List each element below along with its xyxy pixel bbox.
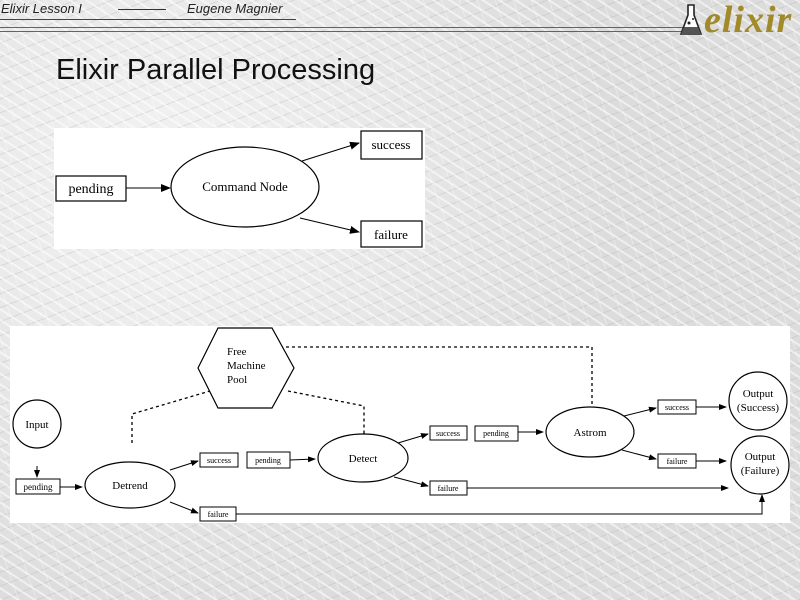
detect-label: Detect bbox=[349, 453, 378, 465]
detect-failure-label: failure bbox=[438, 484, 459, 493]
detrend-failure-box: failure bbox=[199, 506, 237, 522]
detect-failure-box: failure bbox=[429, 480, 468, 496]
detrend-node: Detrend bbox=[84, 461, 176, 509]
detect-pending-label: pending bbox=[483, 429, 509, 438]
elixir-logo: elixir bbox=[704, 0, 793, 41]
detrend-pending-box: pending bbox=[246, 451, 291, 469]
flask-icon bbox=[679, 4, 703, 35]
detrend-success-label: success bbox=[207, 456, 231, 465]
detect-pending-box: pending bbox=[474, 425, 519, 442]
detect-success-box: success bbox=[429, 425, 468, 441]
detect-success-arrow bbox=[397, 433, 429, 444]
output-failure-label-2: (Failure) bbox=[741, 465, 780, 477]
pool-link-detect bbox=[287, 390, 365, 434]
astrom-node: Astrom bbox=[545, 406, 635, 458]
command-node: Command Node bbox=[170, 146, 320, 228]
pending-in-box: pending bbox=[15, 478, 61, 495]
astrom-failure-box: failure bbox=[657, 453, 697, 469]
failure-label: failure bbox=[374, 227, 408, 242]
output-success-label-1: Output bbox=[743, 388, 774, 400]
success-box: success bbox=[360, 130, 423, 160]
astrom-success-label: success bbox=[665, 403, 689, 412]
detect-node: Detect bbox=[317, 433, 409, 483]
astrom-failure-arrow bbox=[621, 449, 657, 461]
input-label: Input bbox=[25, 419, 48, 431]
output-failure-label-1: Output bbox=[745, 451, 776, 463]
pending-box: pending bbox=[55, 175, 127, 202]
pending-label: pending bbox=[68, 182, 113, 197]
pool-link-detrend bbox=[131, 390, 211, 443]
detrend-success-box: success bbox=[199, 452, 239, 468]
success-arrow bbox=[301, 141, 360, 162]
detrend-label: Detrend bbox=[112, 480, 148, 492]
detrend-failure-line bbox=[236, 494, 765, 515]
failure-box: failure bbox=[360, 220, 423, 248]
header-lesson: Elixir Lesson I bbox=[1, 1, 82, 16]
output-success-label-2: (Success) bbox=[737, 402, 779, 414]
command-node-diagram: pending Command Node success failure bbox=[54, 128, 425, 249]
detect-failure-arrow bbox=[393, 476, 429, 488]
output-failure-node: Output (Failure) bbox=[730, 435, 790, 495]
command-node-label: Command Node bbox=[202, 179, 288, 194]
slide-header: Elixir Lesson I Eugene Magnier elixir bbox=[0, 0, 800, 41]
output-success-node: Output (Success) bbox=[728, 371, 788, 431]
header-rule-bottom bbox=[0, 31, 690, 32]
astrom-success-arrow bbox=[623, 406, 657, 417]
pipeline-diagram: Free Machine Pool Input pending Detrend … bbox=[10, 326, 790, 523]
header-rule-top bbox=[0, 27, 690, 28]
pending-in-label: pending bbox=[24, 482, 53, 492]
astrom-success-box: success bbox=[657, 399, 697, 415]
input-node: Input bbox=[12, 399, 62, 449]
header-underline bbox=[0, 19, 296, 20]
detect-success-label: success bbox=[436, 429, 460, 438]
detrend-failure-arrow bbox=[169, 501, 199, 514]
detrend-pending-label: pending bbox=[255, 456, 281, 465]
pool-label-2: Machine bbox=[227, 360, 266, 372]
pending-to-detect-arrow bbox=[289, 456, 316, 463]
pool-link-astrom bbox=[280, 346, 593, 406]
astrom-label: Astrom bbox=[574, 427, 607, 439]
header-author: Eugene Magnier bbox=[187, 1, 283, 16]
success-label: success bbox=[372, 137, 411, 152]
header-dash bbox=[118, 9, 166, 10]
pool-label-3: Pool bbox=[227, 374, 247, 386]
free-machine-pool: Free Machine Pool bbox=[197, 327, 295, 409]
failure-arrow bbox=[299, 217, 360, 234]
detrend-failure-label: failure bbox=[208, 510, 229, 519]
astrom-failure-label: failure bbox=[667, 457, 688, 466]
detrend-success-arrow bbox=[169, 460, 199, 471]
pool-label-1: Free bbox=[227, 346, 247, 358]
page-title: Elixir Parallel Processing bbox=[56, 54, 376, 86]
